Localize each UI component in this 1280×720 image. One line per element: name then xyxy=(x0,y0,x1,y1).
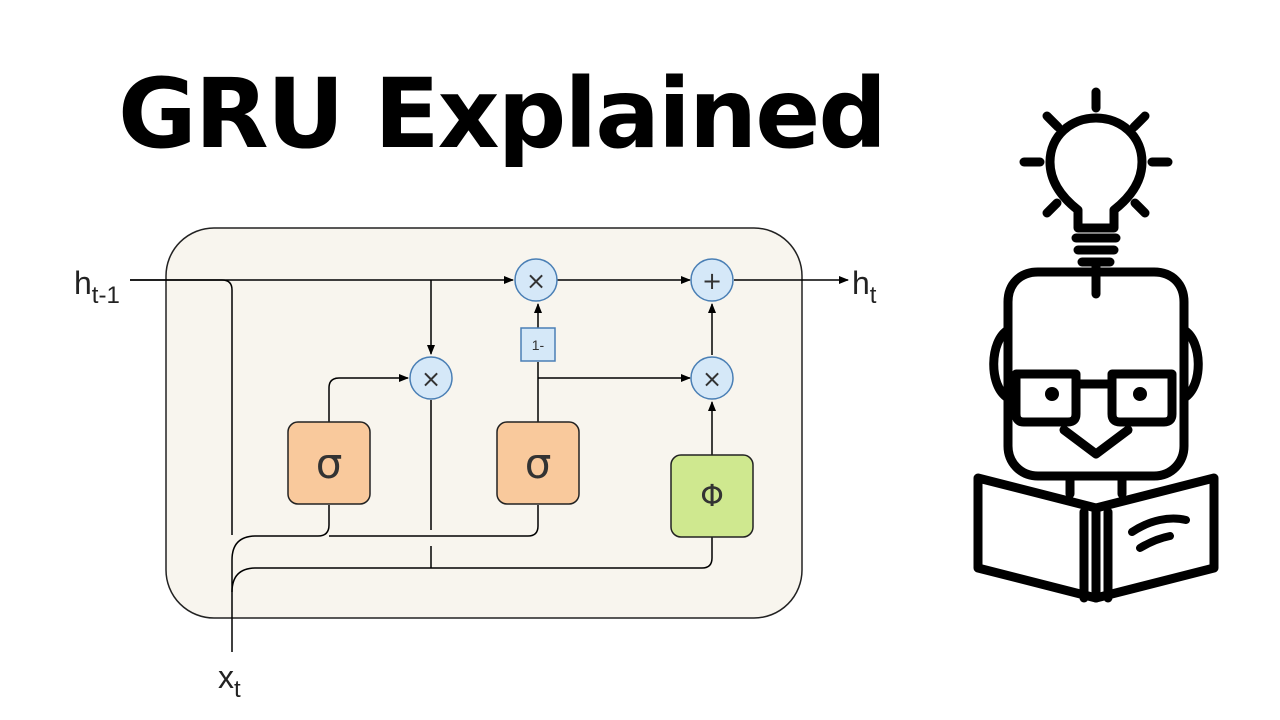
update-gate: σ xyxy=(496,421,580,505)
update-gate-symbol: σ xyxy=(525,439,552,488)
prev-hidden-label: ht-1 xyxy=(74,265,120,309)
reset-multiply-op: × xyxy=(409,356,453,400)
reading-person-lightbulb-icon xyxy=(973,87,1219,603)
top-multiply-op: × xyxy=(514,258,558,302)
gru-cell-panel xyxy=(165,227,803,619)
svg-text:×: × xyxy=(421,365,441,393)
svg-text:×: × xyxy=(526,267,546,295)
open-book-icon xyxy=(973,473,1219,603)
reset-gate-symbol: σ xyxy=(316,439,343,488)
svg-text:×: × xyxy=(702,365,722,393)
add-op: + xyxy=(690,258,734,302)
svg-text:1-: 1- xyxy=(532,337,545,353)
reset-gate: σ xyxy=(287,421,371,505)
candidate-gate-symbol: Φ xyxy=(700,479,724,514)
one-minus-op: 1- xyxy=(520,327,556,362)
candidate-gate: Φ xyxy=(670,454,754,538)
lightbulb-rays-icon xyxy=(1019,87,1173,218)
wires xyxy=(130,276,849,652)
glasses-icon xyxy=(1011,369,1177,427)
update-multiply-op: × xyxy=(690,356,734,400)
lightbulb-icon xyxy=(1045,113,1147,233)
head-icon xyxy=(1003,267,1189,481)
svg-text:+: + xyxy=(702,267,722,295)
hidden-output-label: ht xyxy=(852,265,877,309)
page-title: GRU Explained xyxy=(118,58,887,170)
input-label: xt xyxy=(218,659,241,703)
